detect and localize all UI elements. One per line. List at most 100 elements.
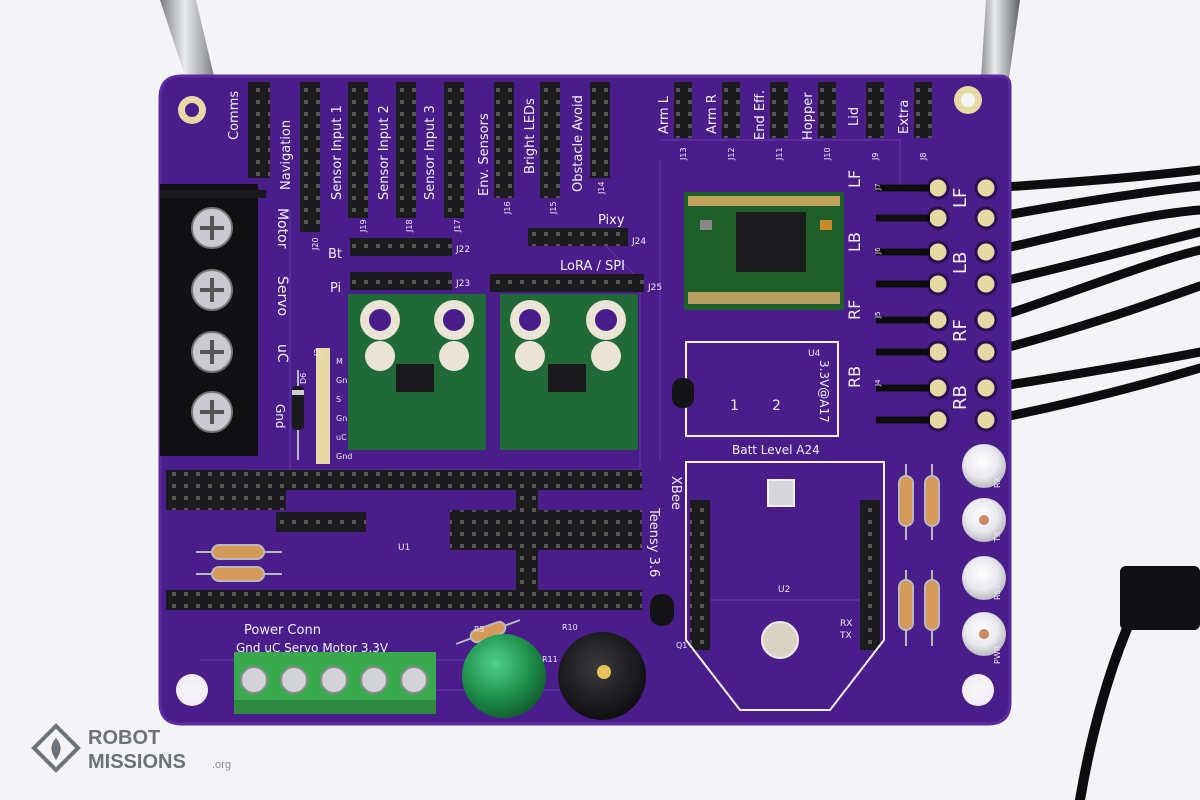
ref-j20: J20 [311,237,320,251]
pin-header-left-2 [300,82,320,232]
pin-header-right-4 [818,82,836,138]
actuator-header-row [674,82,932,138]
label-rf: RF [950,319,971,342]
ref-j14: J14 [597,181,606,195]
transistors [650,378,694,626]
j2-pin-label: M [336,357,343,366]
ref-j12: J12 [727,147,736,161]
label-led-rx: RX [993,476,1002,488]
label-sensor-input-1: Sensor Input 1 [330,105,345,200]
pin-header-left-3 [348,82,368,218]
watermark-line2: MISSIONS [88,751,186,773]
pin-header-left-8 [590,82,610,178]
ref-j7: J7 [874,183,882,191]
diode [292,370,304,460]
resistors [196,464,940,646]
label-xbee-rx: RX [840,619,852,629]
label-arm-r: Arm R [705,94,720,134]
silkscreen-left-headers: Comms Navigation Sensor Input 1 Sensor I… [227,91,586,200]
ref-u1: U1 [398,543,410,553]
label-rb-inner: RB [845,366,864,388]
ref-j19: J19 [359,219,368,233]
label-sensor-input-2: Sensor Input 2 [377,105,392,200]
pin-header-right-2 [722,82,740,138]
label-power-conn: Power Conn [244,623,321,638]
label-1: 1 [730,398,739,414]
pin-header-right-3 [770,82,788,138]
ref-j2: J2 [313,349,322,357]
label-env-sensors: Env. Sensors [477,113,492,196]
sensor-header-row [248,82,610,232]
motor-wire-stubs [876,184,930,424]
watermark: ROBOT MISSIONS .org [31,723,231,773]
ref-u2: U2 [778,585,790,595]
ref-j6: J6 [874,247,882,255]
ref-j16: J16 [503,201,512,215]
ref-u4: U4 [808,349,821,359]
status-leds [962,444,1006,656]
label-rf-inner: RF [845,300,864,320]
ref-j5: J5 [874,311,882,319]
usb-plug [1120,566,1200,630]
label-uc: uC [274,344,290,363]
pin-header-right-1 [674,82,692,138]
label-comms: Comms [227,91,242,140]
label-lb: LB [950,252,971,274]
ref-r11: R11 [542,655,558,664]
label-bright-leds: Bright LEDs [523,98,538,174]
power-terminal [234,652,436,714]
pin-header-right-5 [866,82,884,138]
ref-j13: J13 [679,147,688,161]
ref-j24: J24 [631,237,646,247]
silkscreen-right-headers: Arm L Arm R End Eff. Hopper Lid Extra J1… [657,90,928,161]
pin-header-left-1 [248,82,270,178]
ref-j11: J11 [775,147,784,161]
j2-pin-label: Gnd [336,452,352,461]
screw-terminal-block [160,184,266,456]
label-2: 2 [772,398,781,414]
pin-header-left-7 [540,82,560,198]
label-hopper: Hopper [801,92,816,140]
silkscreen-motor-ports: LF LB RF RB LF LB RF RB [845,170,971,410]
ref-j8: J8 [919,153,928,161]
label-sensor-input-3: Sensor Input 3 [423,105,438,200]
label-extra: Extra [897,100,912,134]
label-servo: Servo [274,276,290,316]
label-pi: Pi [330,281,341,296]
label-bt: Bt [328,247,342,262]
label-lf: LF [950,188,971,208]
label-xbee-tx: TX [839,631,852,641]
ref-j15: J15 [549,201,558,215]
ref-j10: J10 [823,147,832,161]
pin-header-right-6 [914,82,932,138]
ref-q1: Q1 [676,641,687,650]
ref-j17: J17 [453,219,462,233]
silkscreen-labels: Motor Servo uC Gnd Bt Pi Pixy LoRA / SPI… [236,208,1002,664]
ref-r10: R10 [562,623,578,632]
label-led-pwr: PWR [993,645,1002,664]
label-motor: Motor [274,208,290,249]
ref-j9: J9 [871,153,880,161]
j2-pin-label: Gn [336,414,347,423]
label-led-rssi: RSSI [993,582,1002,600]
current-sensor-modules [348,294,638,450]
pin-header-left-5 [444,82,464,218]
buzzer-hole [597,665,611,679]
j2-pin-label: uC [336,433,347,442]
label-power-pins: Gnd uC Servo Motor 3.3V [236,641,389,655]
ref-j22: J22 [455,245,470,255]
robot-missions-logo-icon [31,723,81,773]
label-navigation: Navigation [279,120,294,190]
watermark-suffix: .org [212,759,231,771]
header-strips [166,228,880,650]
ref-j4: J4 [874,379,882,387]
ref-j25: J25 [647,283,662,293]
pin-header-left-4 [396,82,416,218]
j2-pin-label: S [336,395,341,404]
label-lb-inner: LB [845,232,864,252]
label-lora: LoRA / SPI [560,259,625,274]
power-led [462,634,546,718]
motor-driver-module [684,192,844,310]
label-led-tx: TX [993,531,1002,543]
